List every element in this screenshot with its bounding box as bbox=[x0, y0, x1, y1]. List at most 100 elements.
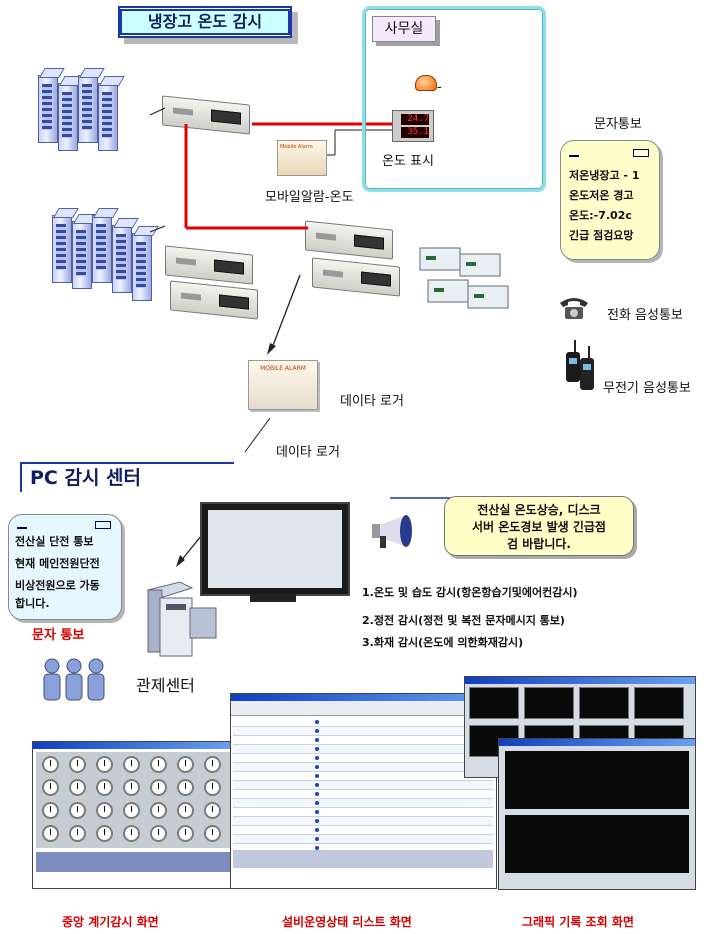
radio-icon bbox=[560, 340, 600, 396]
dial-gauge-icon bbox=[69, 802, 86, 819]
mobile-alarm-caption: 모바일알람-온도 bbox=[265, 190, 354, 205]
screen-1-caption: 중앙 계기감시 화면 bbox=[62, 915, 159, 929]
alert-bubble-line-1: 전산실 온도상승, 디스크 bbox=[477, 503, 601, 517]
status-dot-icon bbox=[315, 837, 319, 841]
temperature-display-panel: 24.7 35.1 bbox=[392, 110, 434, 142]
data-logger-caption-right: 데이타 로거 bbox=[340, 394, 404, 409]
status-dot-icon bbox=[315, 756, 319, 760]
outage-phone-caption: 문자 통보 bbox=[32, 628, 85, 643]
dial-gauge-icon bbox=[177, 802, 194, 819]
table-row bbox=[233, 826, 493, 835]
status-dot-icon bbox=[315, 792, 319, 796]
table-row bbox=[233, 754, 493, 763]
table-row bbox=[233, 817, 493, 826]
status-list-window bbox=[230, 693, 497, 889]
dial-gauge-icon bbox=[69, 779, 86, 796]
dial-gauge-icon bbox=[42, 802, 59, 819]
outage-line-2: 현재 메인전원단전 bbox=[15, 557, 100, 570]
alert-bubble-line-2: 서버 온도경보 발생 긴급점 bbox=[472, 520, 606, 534]
outage-line-1: 전산실 단전 통보 bbox=[15, 535, 94, 548]
status-dot-icon bbox=[315, 810, 319, 814]
table-row bbox=[233, 808, 493, 817]
dial-gauge-icon bbox=[123, 825, 140, 842]
status-dot-icon bbox=[315, 801, 319, 805]
mini-graph bbox=[524, 687, 574, 719]
graph-history-window bbox=[498, 738, 696, 890]
sms-line-1: 저온냉장고 - 1 bbox=[569, 169, 640, 182]
status-table bbox=[233, 718, 493, 862]
mobile-alarm-device-text: Mobile Alarm bbox=[280, 144, 313, 150]
radio-caption: 무전기 음성통보 bbox=[603, 381, 691, 396]
table-row bbox=[233, 727, 493, 736]
mini-graph bbox=[634, 687, 684, 719]
status-list-toolbar bbox=[231, 701, 496, 716]
control-center-caption: 관제센터 bbox=[136, 676, 195, 695]
table-row bbox=[233, 799, 493, 808]
dial-gauge-icon bbox=[204, 779, 221, 796]
telephone-icon bbox=[558, 295, 590, 323]
table-row bbox=[233, 835, 493, 844]
display-caption: 온도 표시 bbox=[382, 154, 434, 169]
signal-icon bbox=[569, 149, 579, 157]
alert-bubble-line-3: 검 바랍니다. bbox=[507, 537, 571, 551]
server-rack-group-bottom bbox=[52, 215, 162, 305]
screen-2-caption: 설비운영상태 리스트 화면 bbox=[282, 915, 412, 929]
table-row bbox=[233, 790, 493, 799]
dial-gauge-icon bbox=[42, 825, 59, 842]
status-list-footer bbox=[233, 850, 493, 868]
sms-line-3: 온도:-7.02c bbox=[569, 209, 632, 222]
dial-gauge-icon bbox=[204, 802, 221, 819]
dial-gauge-icon bbox=[123, 756, 140, 773]
gauge-monitor-window bbox=[32, 741, 234, 889]
status-dot-icon bbox=[315, 729, 319, 733]
diagram-title-text: 냉장고 온도 감시 bbox=[120, 9, 290, 35]
monitor-screen bbox=[200, 502, 350, 596]
dial-gauge-icon bbox=[42, 779, 59, 796]
battery-icon bbox=[633, 149, 649, 157]
status-dot-icon bbox=[315, 765, 319, 769]
dial-gauge-icon bbox=[96, 825, 113, 842]
status-dot-icon bbox=[315, 828, 319, 832]
diagram-title: 냉장고 온도 감시 bbox=[118, 6, 292, 38]
people-icon bbox=[40, 656, 120, 704]
cold-storage-cluster bbox=[418, 240, 522, 320]
dial-gauge-icon bbox=[177, 779, 194, 796]
dial-gauge-icon bbox=[123, 802, 140, 819]
sms-line-4: 긴급 점검요망 bbox=[569, 229, 634, 242]
status-dot-icon bbox=[315, 738, 319, 742]
status-dot-icon bbox=[315, 747, 319, 751]
alert-bubble: 전산실 온도상승, 디스크 서버 온도경보 발생 긴급점 검 바랍니다. bbox=[444, 496, 634, 556]
status-dot-icon bbox=[315, 846, 319, 850]
status-dot-icon bbox=[315, 783, 319, 787]
dial-gauge-icon bbox=[177, 756, 194, 773]
status-dot-icon bbox=[315, 774, 319, 778]
display-digits-top: 24.7 bbox=[401, 114, 429, 125]
dial-gauge-icon bbox=[177, 825, 194, 842]
server-rack-group-top bbox=[38, 75, 128, 155]
outage-line-3: 비상전원으로 가동 bbox=[15, 579, 100, 592]
dial-gauge-icon bbox=[123, 779, 140, 796]
dial-gauge-icon bbox=[69, 756, 86, 773]
mobile-alarm-device: Mobile Alarm bbox=[277, 140, 327, 176]
dial-gauge-icon bbox=[96, 756, 113, 773]
table-row bbox=[233, 718, 493, 727]
trend-graph-1 bbox=[505, 751, 689, 809]
feature-2: 2.정전 감시(정전 및 복전 문자메시지 통보) bbox=[362, 614, 565, 627]
screen-3-caption: 그래픽 기록 조회 화면 bbox=[522, 915, 634, 929]
dial-gauge-icon bbox=[96, 802, 113, 819]
pc-tower-icon bbox=[140, 580, 222, 664]
gauge-window-status bbox=[36, 852, 230, 872]
sms-line-2: 온도저온 경고 bbox=[569, 189, 634, 202]
outage-line-4: 합니다. bbox=[15, 597, 50, 610]
monitor-icon bbox=[200, 502, 350, 604]
dial-gauge-icon bbox=[204, 756, 221, 773]
sms-caption: 문자통보 bbox=[594, 117, 642, 132]
table-row bbox=[233, 745, 493, 754]
data-logger-device-text: MOBILE ALARM bbox=[260, 365, 306, 372]
dial-gauge-icon bbox=[150, 779, 167, 796]
monitor-stand bbox=[250, 594, 296, 602]
mini-graph bbox=[469, 687, 519, 719]
dial-gauge-icon bbox=[150, 825, 167, 842]
dial-gauge-icon bbox=[69, 825, 86, 842]
alarm-light-dash: - bbox=[437, 80, 442, 95]
